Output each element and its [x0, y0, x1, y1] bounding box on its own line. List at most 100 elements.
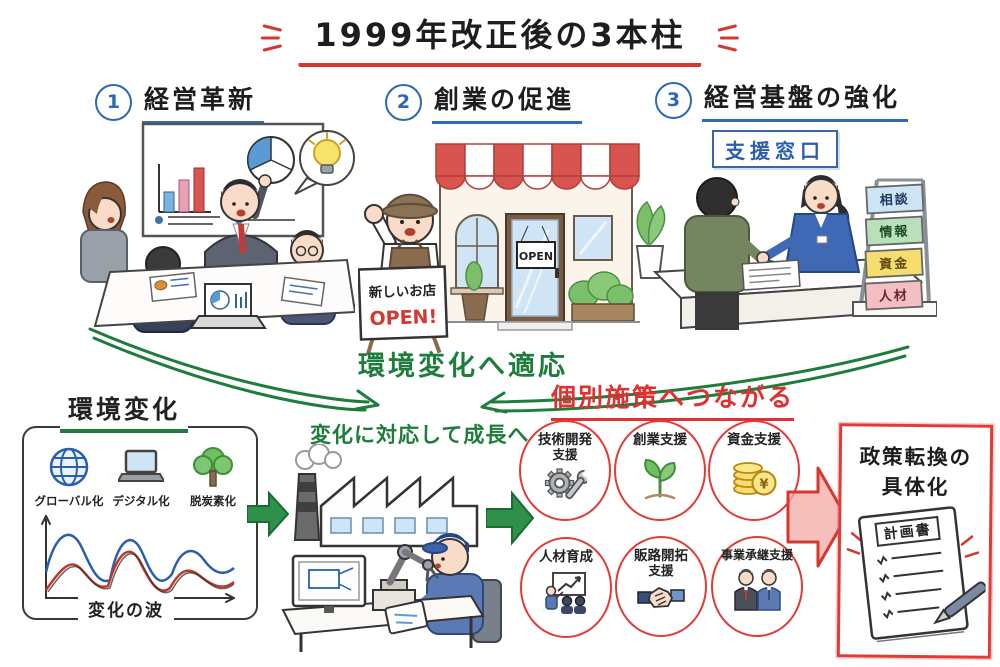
pillar-3-number-badge: 3 [655, 81, 692, 119]
bush-planter-icon [568, 271, 635, 322]
pillar-1-number-badge: 1 [95, 83, 132, 121]
laptop-pie-chart-icon [189, 283, 267, 329]
shop-door: OPEN [505, 213, 565, 323]
pillar-1-label: 経営革新 [142, 80, 265, 124]
measure-funding-label: 資金支援 [727, 432, 781, 448]
training-icon [545, 571, 586, 614]
wave-dark-line [47, 553, 235, 594]
stand-card-hr-label: 人材 [878, 287, 909, 305]
potted-plant-icon [635, 200, 666, 279]
counter-scene-illustration: 相談 情報 資金 人材 [635, 175, 937, 330]
staff-person [756, 175, 861, 273]
stand-card-info [864, 215, 925, 247]
stand-card-consult [865, 183, 925, 215]
visitor-person [684, 177, 778, 330]
measure-tech-dev-label: 技術開発 [538, 432, 592, 448]
policy-title-line2: 具体化 [881, 474, 950, 500]
measure-tech-dev-label2: 支援 [552, 446, 578, 462]
meeting-documents [149, 271, 326, 307]
factor-globalization: グローバル化 [32, 444, 106, 509]
pillar-3-label: 経営基盤の強化 [702, 78, 909, 122]
policy-box: 政策転換の 具体化 計画書 [836, 423, 994, 659]
pillar-2-number-badge: 2 [385, 83, 422, 121]
globe-icon [49, 447, 89, 487]
stand-card-consult-label: 相談 [879, 191, 910, 209]
measure-hr-training-label: 人材育成 [539, 549, 593, 565]
measures-flow-label: 個別施策へつながる [551, 378, 795, 421]
adapt-flow-label: 環境変化へ適応 [358, 351, 568, 382]
policy-title-line1: 政策転換の [859, 444, 973, 470]
brochure-stand: 相談 情報 資金 人材 [852, 178, 937, 317]
measure-sales-channel: 販路開拓 支援 [615, 536, 707, 637]
measure-tech-dev: 技術開発 支援 [519, 420, 611, 521]
yen-symbol: ¥ [759, 477, 768, 492]
arched-window-icon [450, 214, 504, 321]
factor-decarbonization-label: 脱炭素化 [190, 494, 236, 508]
open-signboard: 新しいお店 OPEN! [358, 265, 449, 356]
notepad-title: 計画書 [883, 521, 933, 543]
growth-flow-label: 変化に対応して成長へ [310, 423, 530, 447]
counter-document [741, 259, 801, 291]
measure-startup-label: 創業支援 [633, 432, 687, 448]
sprout-icon [644, 458, 676, 500]
stand-card-fund [864, 247, 924, 279]
pillar-2-heading: 2 創業の促進 [385, 80, 583, 124]
meeting-scene-illustration [80, 122, 355, 333]
env-to-factory-arrow-icon [247, 491, 289, 537]
page-title-block: 1999年改正後の3本柱 [260, 8, 740, 67]
policy-box-title: 政策転換の 具体化 [841, 442, 990, 503]
yen-coins-icon: ¥ [733, 461, 777, 496]
factory-scene-illustration [281, 444, 502, 652]
handshake-icon [637, 586, 685, 608]
pen-icon [933, 581, 987, 625]
measure-succession: 事業承継支援 [711, 536, 803, 637]
environment-factors: グローバル化 デジタル化 脱炭素化 [26, 430, 252, 520]
environment-change-title: 環境変化 [60, 390, 189, 433]
factory-building [319, 475, 479, 548]
signboard-line2: OPEN! [369, 306, 437, 330]
measure-succession-label: 事業承継支援 [720, 548, 793, 562]
cad-monitor-icon [291, 554, 367, 613]
chimney-smoke-icon [293, 444, 342, 541]
lightbulb-idea-icon [294, 130, 355, 195]
factor-globalization-label: グローバル化 [34, 494, 104, 508]
stand-card-fund-label: 資金 [879, 255, 910, 273]
factor-decarbonization: 脱炭素化 [176, 444, 250, 509]
measure-funding: 資金支援 ¥ [708, 420, 800, 521]
side-window-icon [573, 215, 613, 261]
presenter-person [204, 174, 278, 273]
measure-sales-channel-label2: 支援 [648, 562, 674, 578]
plan-notepad-icon: 計画書 [846, 506, 987, 643]
succession-icon [734, 569, 781, 611]
gear-wrench-icon [544, 467, 587, 499]
stand-card-hr [864, 279, 924, 311]
converging-arrows-icon [88, 327, 910, 414]
tree-icon [193, 447, 233, 487]
door-step [497, 321, 573, 331]
pillar-3-heading: 3 経営基盤の強化 [655, 78, 909, 122]
laptop-icon [118, 449, 164, 482]
pillar-1-heading: 1 経営革新 [95, 80, 265, 124]
striped-awning-icon [435, 143, 640, 190]
factor-digitalization: デジタル化 [104, 444, 178, 509]
emphasis-marks-left-icon [260, 24, 282, 51]
factory-to-measures-arrow-icon [486, 490, 534, 546]
measures-grid: 技術開発 支援 [519, 412, 804, 662]
wave-red-line [44, 550, 235, 592]
support-counter-sign-label: 支援窓口 [725, 138, 825, 163]
wave-blue-line [44, 533, 235, 583]
wave-axis-label: 変化の波 [78, 596, 174, 621]
pillar-2-label: 創業の促進 [432, 80, 583, 124]
shop-scene-illustration: OPEN [358, 143, 640, 356]
meeting-woman [80, 181, 128, 283]
measure-sales-channel-label: 販路開拓 [634, 548, 688, 564]
measure-startup: 創業支援 [614, 420, 706, 521]
support-counter-sign: 支援窓口 [712, 130, 838, 168]
measure-hr-training: 人材育成 [520, 537, 612, 638]
stand-card-info-label: 情報 [879, 223, 910, 241]
factor-digitalization-label: デジタル化 [112, 494, 170, 508]
tablet-icon [384, 600, 428, 635]
measures-to-policy-arrow-icon [786, 466, 848, 568]
change-wave-chart [41, 515, 235, 603]
